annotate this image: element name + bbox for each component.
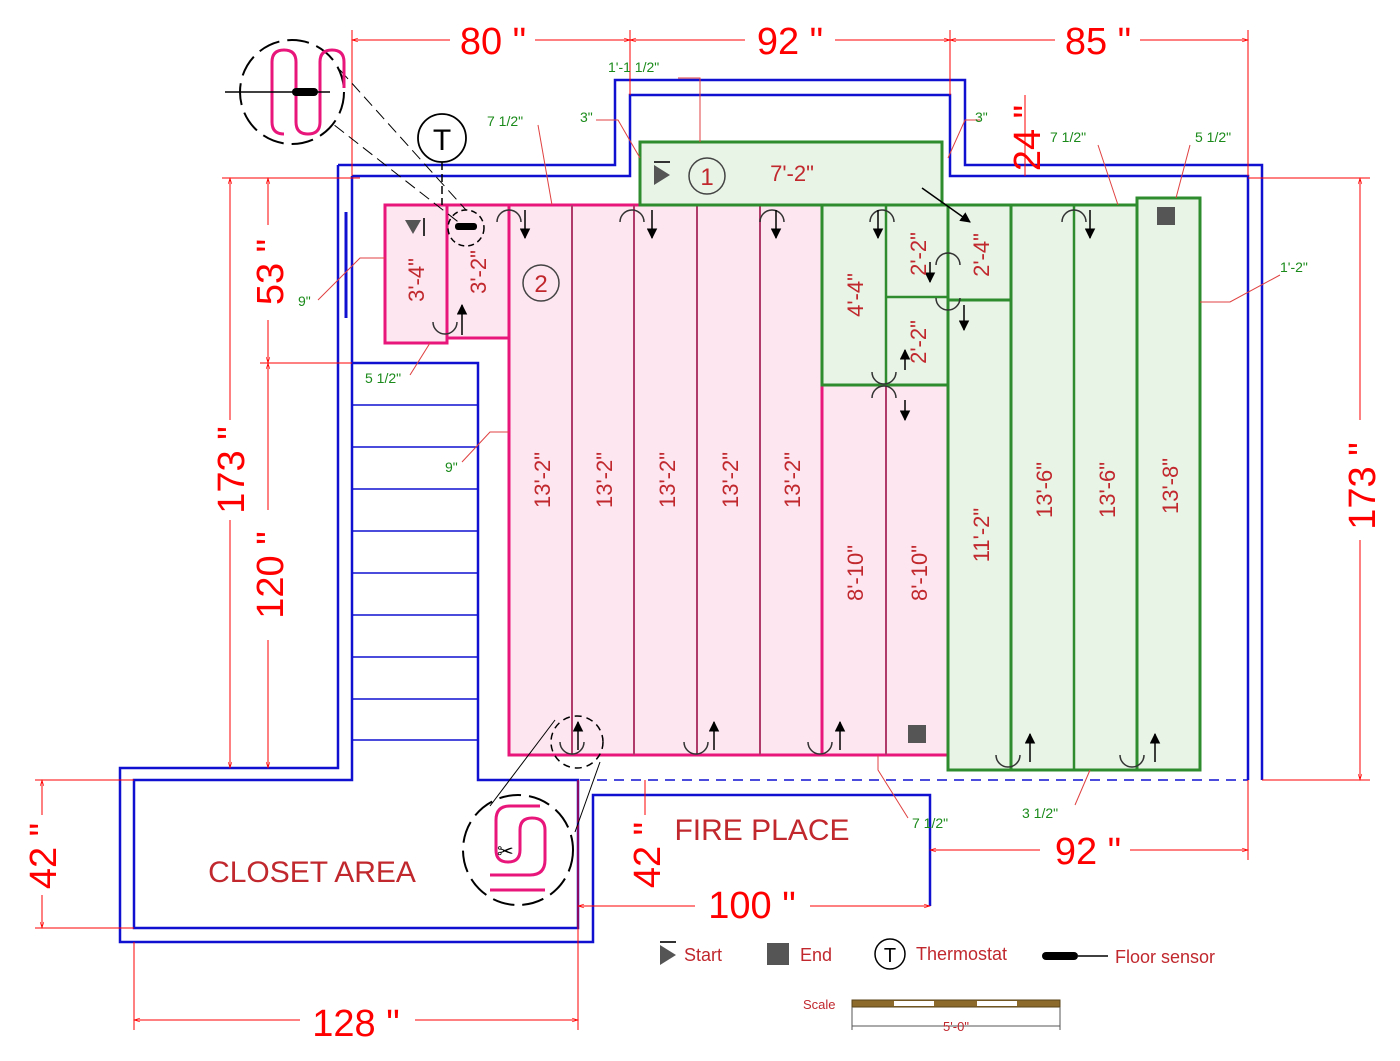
run-pink-4: 13'-2" — [718, 452, 743, 508]
offset-left-wall: 9" — [298, 293, 311, 309]
zone-2-end-icon — [908, 725, 926, 743]
zone-1-start-icon — [654, 165, 670, 185]
offset-right-side: 1'-2" — [1280, 259, 1308, 275]
dim-top-2: 92 " — [757, 21, 823, 63]
run-green-13-6-a: 13'-6" — [1032, 462, 1057, 518]
stairs — [352, 404, 478, 741]
dim-closet-height: 42 " — [23, 823, 65, 889]
dim-alcove-depth: 24 " — [1007, 105, 1049, 171]
zone-1-alcove — [638, 140, 944, 207]
flow-arrows — [432, 187, 1161, 768]
floor-sensor-icon — [455, 223, 477, 230]
zone-2-start-icon — [405, 220, 421, 234]
thermostat-assembly: T — [291, 69, 485, 247]
legend: Start End T Thermostat Floor sensor — [660, 938, 1215, 970]
offset-alcove-top: 1'-1 1/2" — [608, 59, 659, 75]
dim-right-overall: 173 " — [1342, 442, 1384, 529]
run-labels: 7'-2" 3'-4" 3'-2" 13'-2" 13'-2" 13'-2" 1… — [404, 161, 1183, 601]
zone-1-11-2 — [946, 298, 1013, 772]
dim-left-upper: 53 " — [250, 239, 292, 305]
zone-2-number: 2 — [534, 271, 547, 298]
run-pink-short-1: 8'-10" — [843, 545, 868, 601]
alcove-wall-outer — [338, 78, 1264, 780]
cut-detail-callout: ✂ — [462, 715, 604, 906]
offset-green-top: 7 1/2" — [1050, 129, 1086, 145]
dim-bottom-right: 92 " — [1055, 831, 1121, 873]
scale-bar: Scale 5'-0" — [803, 997, 1061, 1034]
run-green-2-2-a: 2'-2" — [906, 232, 931, 276]
zone-1-green — [638, 140, 1202, 772]
run-alcove: 7'-2" — [770, 161, 814, 186]
dim-fireplace-depth: 42 " — [627, 822, 669, 888]
fireplace-label: FIRE PLACE — [674, 814, 849, 847]
legend-floor-sensor: Floor sensor — [1115, 947, 1215, 967]
dimension-lines — [35, 30, 1370, 1030]
legend-end: End — [800, 945, 832, 965]
run-green-13-6-b: 13'-6" — [1095, 462, 1120, 518]
dim-fireplace-width: 100 " — [708, 885, 795, 927]
sensor-detail-callout — [225, 39, 346, 145]
legend-thermostat: Thermostat — [916, 944, 1007, 964]
closet-area-label: CLOSET AREA — [208, 856, 416, 889]
dim-top-1: 80 " — [460, 21, 526, 63]
zone-1-number: 1 — [700, 164, 713, 191]
start-icon — [660, 945, 676, 965]
leader-lines — [317, 77, 1281, 819]
offset-stair-side: 9" — [445, 459, 458, 475]
offset-green-bottom: 3 1/2" — [1022, 805, 1058, 821]
thermostat-legend-icon — [874, 938, 906, 970]
offset-alcove-right: 3" — [975, 109, 988, 125]
run-small-b: 3'-2" — [466, 250, 491, 294]
run-green-4-4: 4'-4" — [843, 273, 868, 317]
run-small-a: 3'-4" — [404, 258, 429, 302]
zone-2-main — [507, 203, 824, 757]
run-green-2-4: 2'-4" — [969, 233, 994, 277]
dimension-labels: 80 " 92 " 85 " 173 " 53 " 120 " 173 " 24… — [23, 21, 1384, 1045]
offset-small-bottom: 5 1/2" — [365, 370, 401, 386]
run-pink-2: 13'-2" — [592, 452, 617, 508]
outer-wall — [118, 165, 932, 944]
scale-length: 5'-0" — [943, 1019, 969, 1034]
svg-text:T: T — [884, 945, 896, 967]
scale-label: Scale — [803, 997, 836, 1012]
offset-alcove-left: 3" — [580, 109, 593, 125]
zone-1-end-icon — [1157, 207, 1175, 225]
walls — [118, 78, 1264, 944]
dim-left-lower: 120 " — [250, 531, 292, 618]
run-pink-short-2: 8'-10" — [907, 545, 932, 601]
dim-top-3: 85 " — [1065, 21, 1131, 63]
scissors-icon: ✂ — [497, 841, 514, 863]
offset-right-top: 5 1/2" — [1195, 129, 1231, 145]
offset-pink-bottom: 7 1/2" — [912, 815, 948, 831]
run-green-2-2-b: 2'-2" — [906, 320, 931, 364]
run-pink-5: 13'-2" — [780, 452, 805, 508]
offset-pink-top: 7 1/2" — [487, 113, 523, 129]
dim-closet-width: 128 " — [312, 1003, 399, 1045]
zone-markers — [405, 161, 1175, 743]
offset-labels: 1'-1 1/2" 3" 3" 7 1/2" 7 1/2" 5 1/2" 1'-… — [298, 59, 1308, 831]
legend-start: Start — [684, 945, 722, 965]
run-pink-1: 13'-2" — [530, 452, 555, 508]
zone-numbers: 1 2 — [522, 157, 726, 302]
end-icon — [767, 943, 789, 965]
run-green-11-2: 11'-2" — [969, 508, 994, 562]
zone-1-last — [1135, 196, 1202, 772]
run-pink-3: 13'-2" — [655, 452, 680, 508]
zone-2-pink — [383, 203, 950, 757]
thermostat-symbol: T — [433, 124, 451, 157]
run-green-13-8: 13'-8" — [1158, 458, 1183, 514]
floor-sensor-legend-icon — [1042, 952, 1078, 960]
dim-left-overall: 173 " — [211, 426, 253, 513]
